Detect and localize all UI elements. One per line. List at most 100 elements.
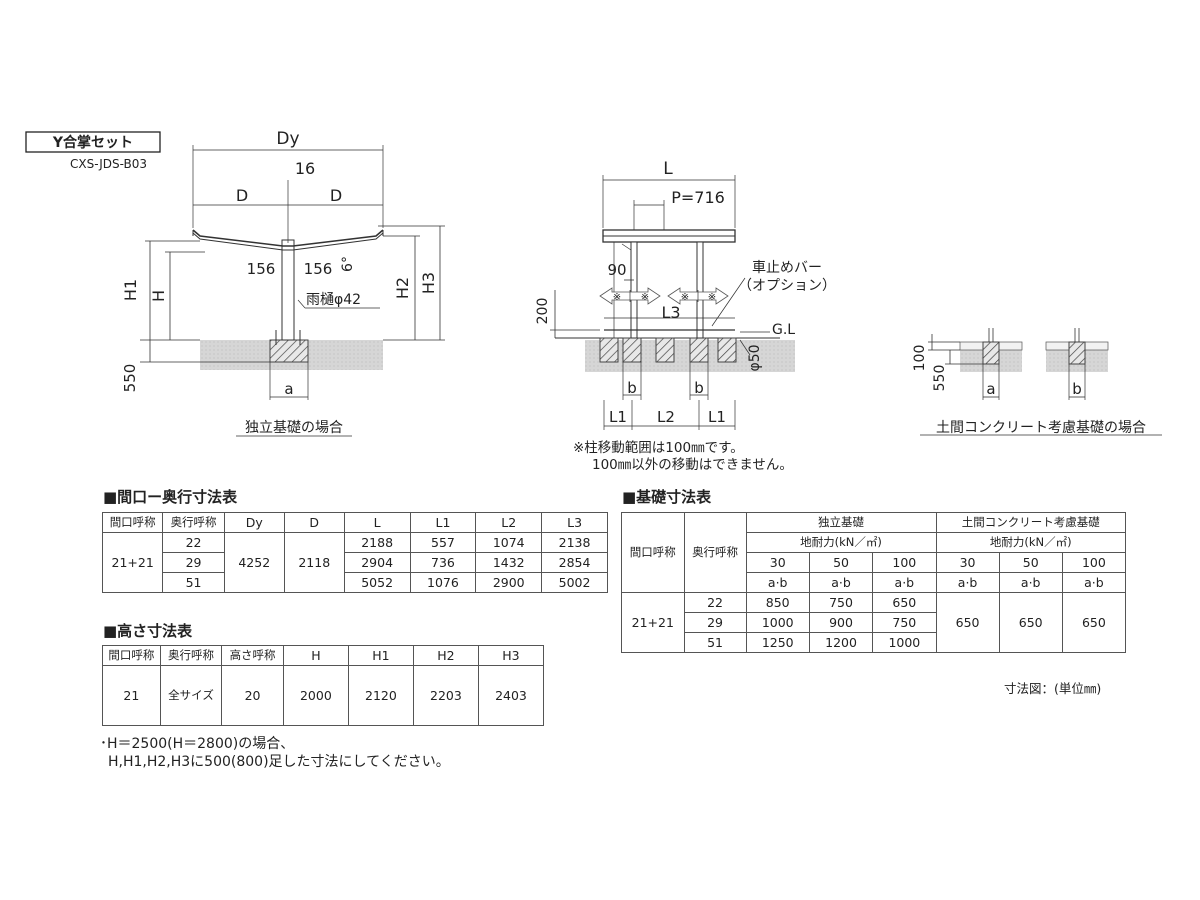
dim-h1: H1 xyxy=(121,279,140,301)
table-cell: 51 xyxy=(162,572,225,593)
header-dy: Dy xyxy=(223,512,285,533)
post-move-note-1: ※柱移動範囲は100㎜です。 xyxy=(573,440,744,456)
post-move-note-2: 100㎜以外の移動はできません。 xyxy=(592,457,793,470)
ab-cell: a·b xyxy=(872,572,937,593)
ab-cell: a·b xyxy=(998,572,1063,593)
table-row: 51 1250 1200 1000 xyxy=(622,632,1126,653)
dim-b-1: b xyxy=(627,379,637,397)
dim-h2: H2 xyxy=(393,277,412,299)
table-cell: 650 xyxy=(872,592,937,613)
slab-foundation-labels: 100 550 a b 土間コンクリート考慮基礎の場合 xyxy=(912,345,1146,436)
table-cell: 2138 xyxy=(541,532,608,553)
table-cell: 1074 xyxy=(475,532,543,553)
table-cell: 1000 xyxy=(872,632,937,653)
table-row: 21+21 22 4252 2118 2188 557 1074 2138 xyxy=(101,532,608,593)
header-depth: 奥行呼称 xyxy=(683,512,747,593)
dim-d-right: D xyxy=(330,186,342,205)
load-cell: 30 xyxy=(935,552,1000,573)
table-row: 21+21 22 850 750 650 650 650 650 xyxy=(621,592,1127,653)
dim-angle: 6° xyxy=(340,256,356,272)
dim-b-2: b xyxy=(694,379,704,397)
set-badge-label: Y合掌セット xyxy=(52,134,133,151)
move-mark-3: ※ xyxy=(681,292,689,303)
ab-cell: a·b xyxy=(1061,572,1127,593)
header-l1: L1 xyxy=(409,512,477,533)
dy-cell: 4252 xyxy=(223,532,285,593)
header-h1: H1 xyxy=(347,645,414,666)
table-cell: 2904 xyxy=(343,552,411,573)
curb-bar-label: 車止めバー xyxy=(752,259,822,276)
header-l3: L3 xyxy=(541,512,608,533)
table-row: 51 5052 1076 2900 5002 xyxy=(103,572,608,593)
caption-slab: 土間コンクリート考慮基礎の場合 xyxy=(936,419,1146,436)
header-h2: H2 xyxy=(412,645,479,666)
table-cell: 1250 xyxy=(745,632,810,653)
table-cell: 2900 xyxy=(475,572,543,593)
set-badge-frame xyxy=(25,131,161,153)
table-cell: 51 xyxy=(683,632,747,653)
slab-value-cell: 650 xyxy=(1061,592,1127,653)
dim-l3: L3 xyxy=(661,303,680,322)
table-cell: 2000 xyxy=(282,665,349,726)
table-cell: 22 xyxy=(683,592,747,613)
table-cell: 2203 xyxy=(412,665,479,726)
table-header-row: 間口呼称 奥行呼称 高さ呼称 H H1 H2 H3 xyxy=(102,645,545,666)
height-table: 間口呼称 奥行呼称 高さ呼称 H H1 H2 H3 21 全サイズ 20 200… xyxy=(102,645,545,726)
table-row: 29 1000 900 750 xyxy=(622,612,1126,633)
dim-90: 90 xyxy=(607,261,626,279)
table-cell: 29 xyxy=(162,552,225,573)
header-bearing-1: 地耐力(kN／㎡) xyxy=(745,532,937,553)
dim-l: L xyxy=(663,159,673,179)
height-note-2: H,H1,H2,H3に500(800)足した寸法にしてください。 xyxy=(108,754,450,770)
header-d: D xyxy=(283,512,345,533)
header-l: L xyxy=(343,512,411,533)
header-frontage: 間口呼称 xyxy=(621,512,685,593)
curb-bar-option: （オプション） xyxy=(738,278,836,294)
dimension-table: 間口呼称 奥行呼称 Dy D L L1 L2 L3 21+21 22 4252 … xyxy=(101,512,608,593)
dim-200: 200 xyxy=(535,298,551,325)
move-mark-1: ※ xyxy=(613,292,621,303)
dim-156-right: 156 xyxy=(304,260,333,278)
table-cell: 5052 xyxy=(343,572,411,593)
dim-550: 550 xyxy=(121,364,139,393)
table-cell: 2403 xyxy=(477,665,545,726)
move-mark-2: ※ xyxy=(641,292,649,303)
dim-d-left: D xyxy=(236,186,248,205)
table-header-row: 間口呼称 奥行呼称 独立基礎 土間コンクリート考慮基礎 xyxy=(621,512,1126,593)
table-cell: 850 xyxy=(745,592,810,613)
dim-slab-a: a xyxy=(986,380,995,398)
dim-slab-b: b xyxy=(1072,380,1082,398)
header-height: 高さ呼称 xyxy=(221,645,284,666)
header-bearing-2: 地耐力(kN／㎡) xyxy=(935,532,1126,553)
front-view xyxy=(140,145,445,437)
table-cell: 1000 xyxy=(745,612,810,633)
side-view xyxy=(550,175,795,430)
foundation-table: 間口呼称 奥行呼称 独立基礎 土間コンクリート考慮基礎 地耐力(kN／㎡) 地耐… xyxy=(621,512,1127,653)
table-cell: 750 xyxy=(872,612,937,633)
table-row: 21 全サイズ 20 2000 2120 2203 2403 xyxy=(102,665,545,726)
gl-label: G.L xyxy=(772,322,795,338)
table-cell: 1076 xyxy=(409,572,477,593)
table1-title: ■間口ー奥行寸法表 xyxy=(103,488,238,506)
dim-phi50: φ50 xyxy=(747,344,763,371)
table-cell: 2854 xyxy=(541,552,608,573)
table-cell: 20 xyxy=(221,665,284,726)
header-h: H xyxy=(282,645,349,666)
load-cell: 30 xyxy=(745,552,810,573)
ab-cell: a·b xyxy=(745,572,810,593)
dim-l1-right: L1 xyxy=(708,408,726,426)
header-frontage: 間口呼称 xyxy=(101,512,164,533)
load-cell: 50 xyxy=(998,552,1063,573)
units-label: 寸法図：(単位㎜) xyxy=(1004,681,1102,696)
dim-slab-550: 550 xyxy=(932,365,948,392)
dim-a: a xyxy=(284,380,293,398)
slab-foundation-view xyxy=(920,328,1162,436)
table-cell: 736 xyxy=(409,552,477,573)
table-cell: 900 xyxy=(808,612,874,633)
dimension-drawing: Y合掌セット CXS-JDS-B03 xyxy=(25,129,1162,470)
table-cell: 750 xyxy=(808,592,874,613)
ab-cell: a·b xyxy=(935,572,1000,593)
header-slab: 土間コンクリート考慮基礎 xyxy=(935,512,1126,533)
gutter-label: 雨樋φ42 xyxy=(306,292,361,308)
dim-h3: H3 xyxy=(419,272,438,294)
